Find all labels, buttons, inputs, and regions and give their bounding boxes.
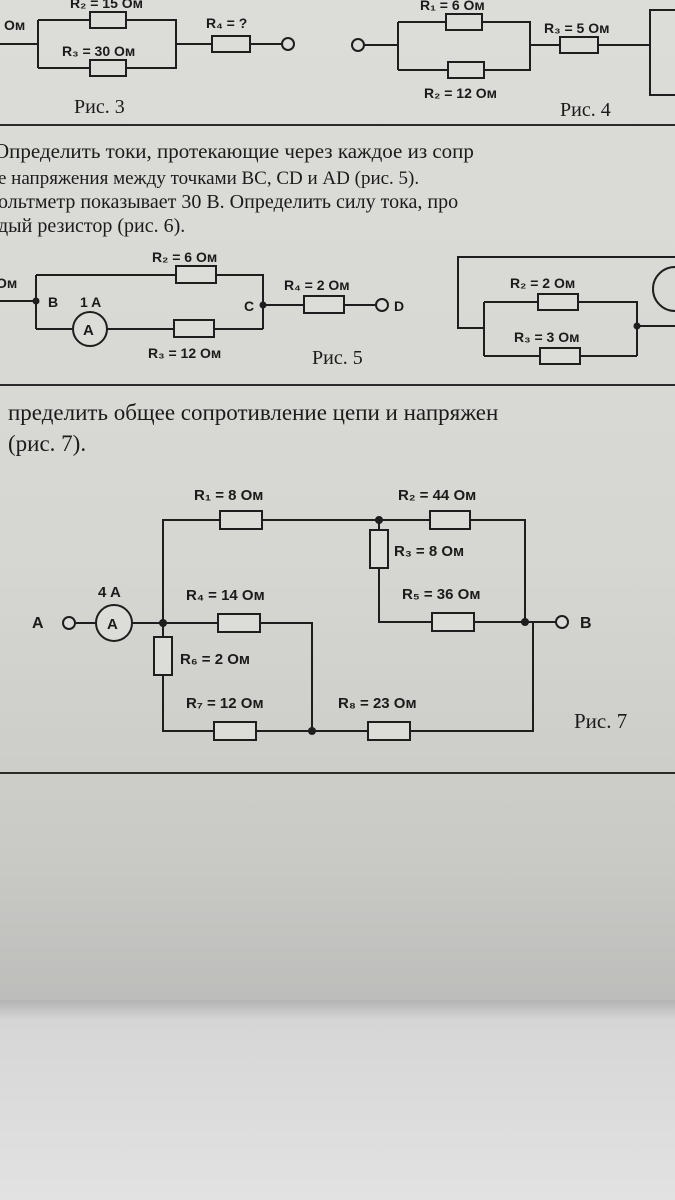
fig7-r6-resistor bbox=[153, 636, 173, 676]
fig6-r2-label: R₂ = 2 Ом bbox=[510, 275, 575, 291]
fig7-point-a: A bbox=[32, 615, 44, 632]
fig4-circuit: R₁ = 6 Ом R₂ = 12 Ом R₃ = 5 Ом Рис. 4 bbox=[351, 0, 675, 121]
fig7-ammeter-reading: 4 A bbox=[98, 584, 121, 601]
fig3-r4-resistor bbox=[211, 35, 251, 53]
fig5-ammeter-reading: 1 A bbox=[80, 294, 101, 310]
fig7-r3-label: R₃ = 8 Ом bbox=[394, 543, 464, 560]
problem-7-text-line-1: пределить общее сопротивление цепи и нап… bbox=[8, 400, 499, 425]
fig4-r1-resistor bbox=[445, 13, 483, 31]
fig7-r6-label: R₆ = 2 Ом bbox=[180, 651, 250, 668]
fig6-circuit: R₂ = 2 Ом R₃ = 3 Ом bbox=[457, 256, 675, 365]
fig7-point-b: B bbox=[580, 615, 592, 632]
fig4-r3-label: R₃ = 5 Ом bbox=[544, 20, 609, 36]
fig5-point-b: B bbox=[48, 294, 58, 310]
fig7-ammeter-symbol: A bbox=[107, 616, 118, 633]
fig3-terminal bbox=[281, 37, 295, 51]
fig3-r3-label: R₃ = 30 Ом bbox=[62, 43, 135, 59]
fig7-r8-label: R₈ = 23 Ом bbox=[338, 695, 417, 712]
fig4-caption: Рис. 4 bbox=[560, 99, 611, 121]
fig4-r3-resistor bbox=[559, 36, 599, 54]
fig7-r3-resistor bbox=[369, 529, 389, 569]
fig7-r1-resistor bbox=[219, 510, 263, 530]
fig6-r3-label: R₃ = 3 Ом bbox=[514, 329, 579, 345]
fig5-left-label: Ом bbox=[0, 275, 17, 291]
fig5-ammeter-symbol: A bbox=[83, 322, 94, 339]
fig4-r1-label: R₁ = 6 Ом bbox=[420, 0, 485, 13]
fig7-r2-label: R₂ = 44 Ом bbox=[398, 487, 476, 504]
fig6-node bbox=[633, 322, 641, 330]
problem-text-line-2: е напряжения между точками BC, CD и AD (… bbox=[0, 168, 420, 189]
divider-bottom bbox=[0, 772, 675, 774]
fig5-point-d: D bbox=[394, 298, 404, 314]
fig6-r2-resistor bbox=[537, 293, 579, 311]
fig7-caption: Рис. 7 bbox=[574, 709, 627, 733]
fig3-r3-resistor bbox=[89, 59, 127, 77]
fig6-r3-resistor bbox=[539, 347, 581, 365]
fig3-r4-label: R₄ = ? bbox=[206, 15, 247, 31]
fig3-left-label: Ом bbox=[4, 17, 25, 33]
fig4-r2-resistor bbox=[447, 61, 485, 79]
fig5-r2-resistor bbox=[175, 265, 217, 284]
fig5-point-c: C bbox=[244, 298, 254, 314]
circuit-diagrams: Ом R₂ = 15 Ом R₃ = 30 Ом R₄ = ? Рис. 3 R… bbox=[0, 0, 675, 741]
fig4-r2-label: R₂ = 12 Ом bbox=[424, 85, 497, 101]
fig4-terminal bbox=[351, 38, 365, 52]
fig5-r4-label: R₄ = 2 Ом bbox=[284, 277, 350, 293]
fig7-r2-resistor bbox=[429, 510, 471, 530]
fig5-node-b bbox=[32, 297, 40, 305]
problem-text-line-1: Определить токи, протекающие через каждо… bbox=[0, 139, 474, 163]
fig7-r7-label: R₇ = 12 Ом bbox=[186, 695, 264, 712]
fig7-r1-label: R₁ = 8 Ом bbox=[194, 487, 263, 504]
fig7-r5-label: R₅ = 36 Ом bbox=[402, 586, 480, 603]
fig7-r8-resistor bbox=[367, 721, 411, 741]
divider-top bbox=[0, 124, 675, 126]
fig6-meter-partial bbox=[652, 266, 675, 312]
background-surface bbox=[0, 1000, 675, 1200]
fig5-terminal-d bbox=[375, 298, 389, 312]
fig5-r4-resistor bbox=[303, 295, 345, 314]
textbook-page bbox=[0, 0, 675, 1010]
fig5-caption: Рис. 5 bbox=[312, 347, 363, 369]
fig7-r5-resistor bbox=[431, 612, 475, 632]
fig7-terminal-a bbox=[62, 616, 76, 630]
fig5-r2-label: R₂ = 6 Ом bbox=[152, 249, 217, 265]
fig5-circuit: A Ом B 1 A C D R₂ = 6 Ом R₃ = 12 Ом R₄ =… bbox=[0, 249, 404, 369]
fig3-r2-resistor bbox=[89, 11, 127, 29]
problem-text-line-3: ольтметр показывает 30 В. Определить сил… bbox=[0, 191, 459, 213]
fig3-circuit: Ом R₂ = 15 Ом R₃ = 30 Ом R₄ = ? Рис. 3 bbox=[0, 0, 295, 118]
fig3-r2-label: R₂ = 15 Ом bbox=[70, 0, 143, 11]
problem-7-text-line-2: (рис. 7). bbox=[8, 431, 87, 456]
fig5-r3-resistor bbox=[173, 319, 215, 338]
fig7-circuit: A A B 4 A bbox=[32, 487, 627, 741]
fig7-r7-resistor bbox=[213, 721, 257, 741]
fig7-r4-label: R₄ = 14 Ом bbox=[186, 587, 265, 604]
fig3-caption: Рис. 3 bbox=[74, 96, 125, 118]
fig7-terminal-b bbox=[555, 615, 569, 629]
divider-middle bbox=[0, 384, 675, 386]
problem-text-line-4: дый резистор (рис. 6). bbox=[0, 215, 186, 237]
fig5-r3-label: R₃ = 12 Ом bbox=[148, 345, 221, 361]
fig7-r4-resistor bbox=[217, 613, 261, 633]
